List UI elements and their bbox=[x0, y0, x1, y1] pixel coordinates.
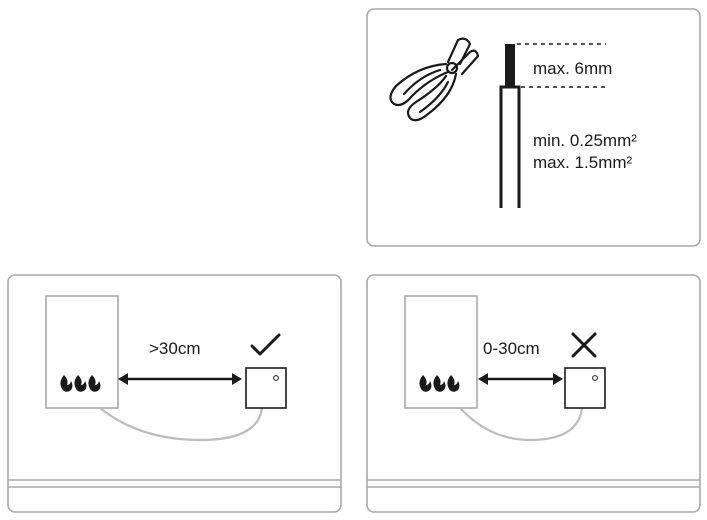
connection-cable bbox=[459, 407, 584, 442]
thermostat-receiver bbox=[245, 367, 287, 409]
thermostat-receiver bbox=[564, 367, 606, 409]
connection-cable bbox=[99, 407, 264, 442]
wire-strip-panel-frame bbox=[366, 8, 701, 247]
flame-icon bbox=[419, 375, 460, 392]
wire-stripper-pliers-icon bbox=[389, 37, 480, 122]
flame-icon bbox=[60, 375, 101, 392]
distance-label: 0-30cm bbox=[483, 339, 540, 358]
wire-strip-panel: max. 6mm min. 0.25mm² max. 1.5mm² bbox=[366, 8, 701, 247]
indicator-led bbox=[273, 375, 279, 381]
cross-section-max-label: max. 1.5mm² bbox=[533, 153, 633, 172]
strip-length-label: max. 6mm bbox=[533, 59, 612, 78]
distance-arrow bbox=[478, 373, 563, 385]
checkmark-icon bbox=[250, 333, 281, 356]
distance-arrow bbox=[118, 373, 242, 385]
distance-bad-panel: 0-30cm bbox=[366, 274, 701, 513]
cross-icon bbox=[571, 332, 597, 358]
distance-ok-panel: >30cm bbox=[7, 274, 342, 513]
stripped-wire bbox=[499, 44, 521, 208]
cross-section-min-label: min. 0.25mm² bbox=[533, 131, 637, 150]
bare-conductor bbox=[505, 44, 515, 87]
distance-label: >30cm bbox=[149, 339, 201, 358]
indicator-led bbox=[592, 375, 598, 381]
